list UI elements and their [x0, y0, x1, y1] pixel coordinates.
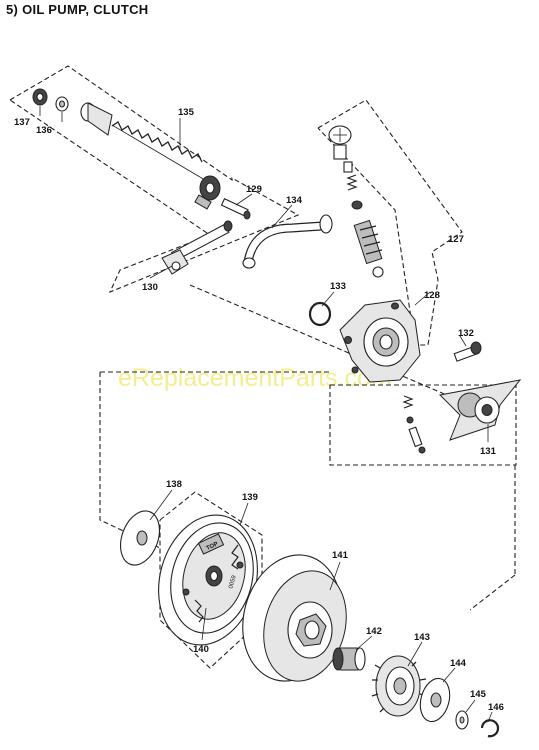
shoe-mark-top: TOP — [206, 541, 220, 552]
label-128: 128 — [424, 290, 440, 301]
label-133: 133 — [330, 281, 346, 292]
part-146-e-clip — [480, 719, 500, 738]
label-140: 140 — [193, 644, 209, 655]
label-132: 132 — [458, 328, 474, 339]
label-143: 143 — [414, 632, 430, 643]
part-142-needle-bearing — [332, 647, 366, 671]
label-134: 134 — [286, 195, 303, 206]
part-133-o-ring — [308, 301, 332, 327]
part-136-washer — [55, 96, 69, 112]
part-138-washer-plate — [120, 510, 160, 566]
part-143-sprocket — [371, 655, 427, 717]
part-144-washer — [419, 677, 451, 723]
label-135: 135 — [178, 107, 195, 118]
watermark-text: eReplacementParts.com — [118, 364, 392, 392]
label-146: 146 — [488, 702, 504, 713]
label-127: 127 — [448, 234, 464, 245]
center-axis-line — [189, 284, 471, 406]
part-oil-pump-body — [339, 299, 421, 383]
label-131: 131 — [480, 446, 497, 457]
label-138: 138 — [166, 479, 182, 490]
label-139: 139 — [242, 492, 258, 503]
shoe-mark-code: 0059 — [228, 574, 237, 589]
part-145-small-washer — [455, 710, 469, 730]
label-144: 144 — [450, 658, 467, 669]
group-outline-127 — [317, 99, 463, 346]
page-title: 5) OIL PUMP, CLUTCH — [6, 2, 149, 17]
part-130-pump-shaft — [161, 220, 233, 275]
part-128-plunger-assembly — [328, 125, 384, 278]
part-134-oil-hose — [242, 214, 333, 269]
part-139-clutch-assembly: TOP 0059 — [158, 514, 258, 646]
label-142: 142 — [366, 626, 382, 637]
label-129: 129 — [246, 184, 262, 195]
label-145: 145 — [470, 689, 487, 700]
part-132-screw — [453, 341, 482, 362]
part-137-nut — [32, 88, 48, 106]
group-outline-131 — [329, 384, 517, 466]
label-130: 130 — [142, 282, 158, 293]
group-outline-135 — [9, 65, 300, 294]
part-129-pin — [220, 198, 251, 220]
label-137: 137 — [14, 117, 30, 128]
label-136: 136 — [36, 125, 52, 136]
part-135-worm-shaft — [80, 102, 221, 210]
part-141-clutch-drum — [242, 554, 347, 682]
part-131-worm-gear — [438, 379, 522, 441]
label-141: 141 — [332, 550, 349, 561]
part-adjuster-screw — [402, 395, 426, 454]
